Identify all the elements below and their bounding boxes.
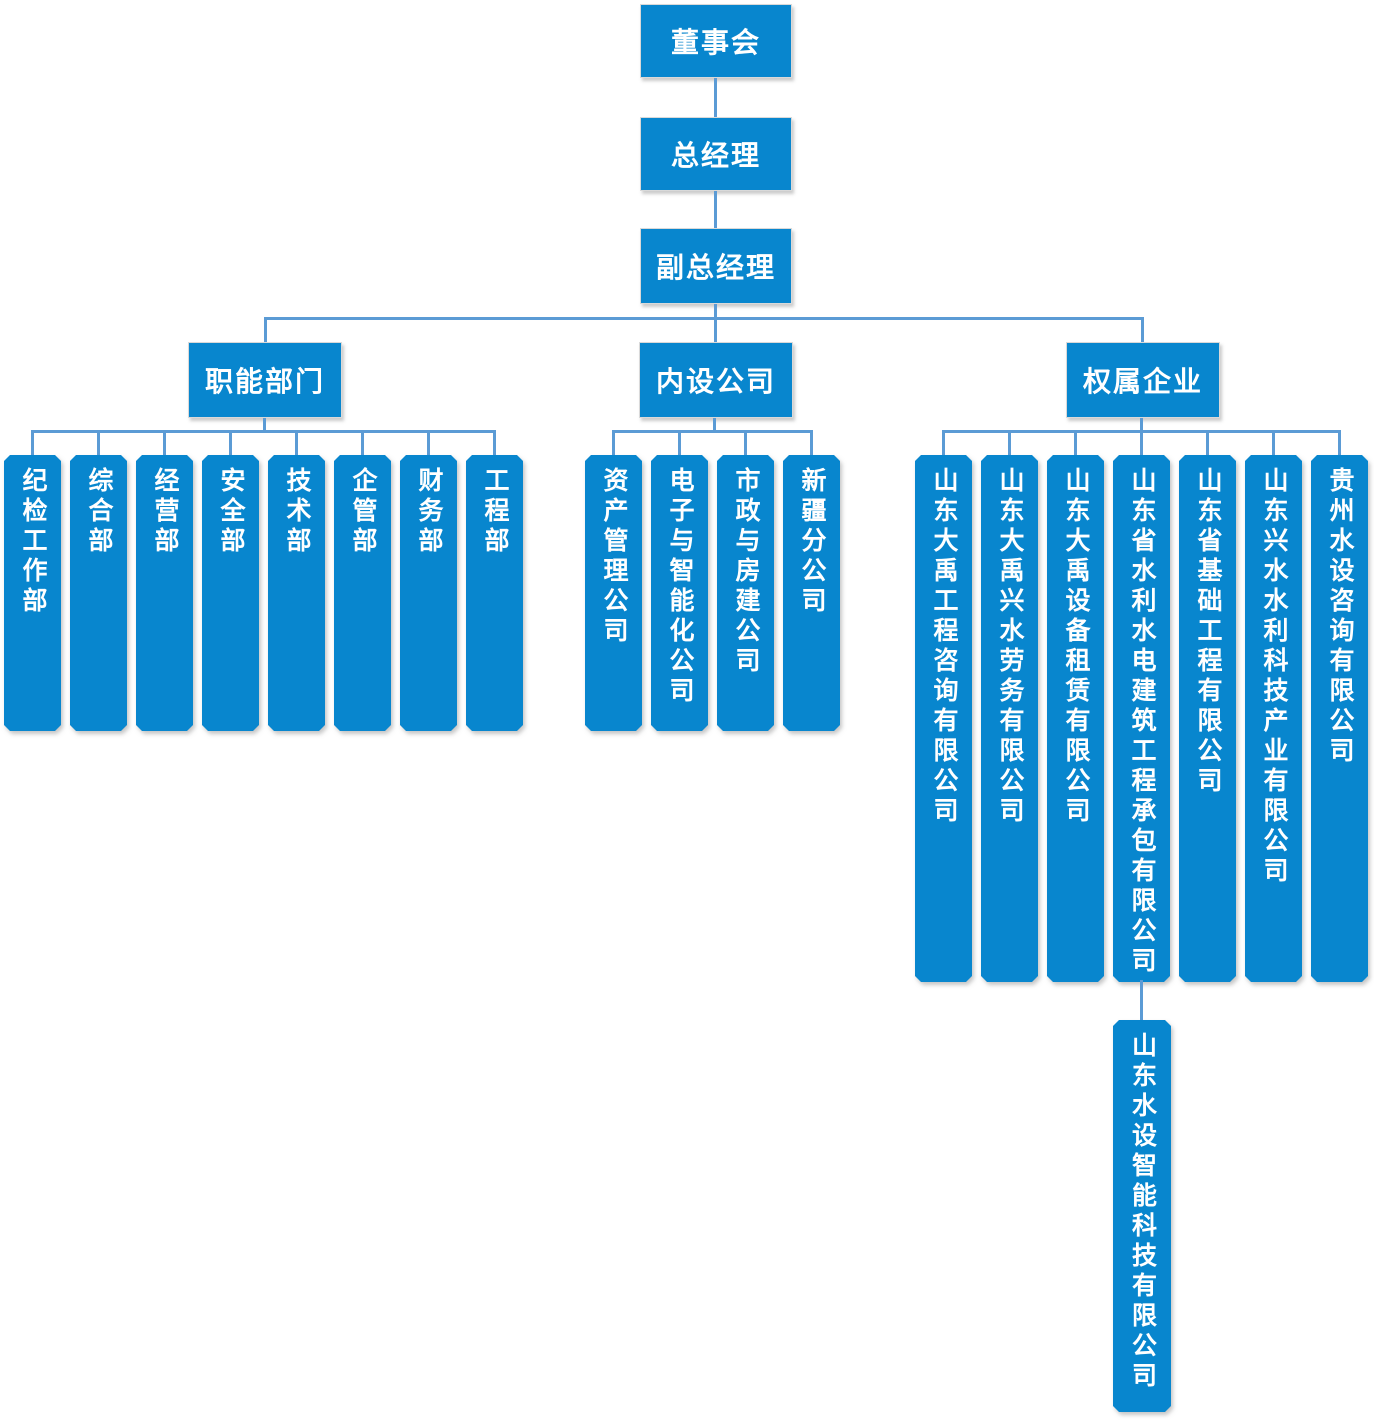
node-label: 山东省水利水电建筑工程承包有限公司	[1128, 467, 1156, 977]
connector-line	[1008, 430, 1011, 455]
org-node: 山东大禹工程咨询有限公司	[915, 455, 972, 982]
node-label: 工程部	[481, 467, 509, 557]
node-label: 山东大禹工程咨询有限公司	[930, 467, 958, 827]
node-label: 总经理	[670, 140, 761, 171]
org-node: 工程部	[466, 455, 523, 731]
connector-line	[1338, 430, 1341, 455]
org-node-leaf: 山东水设智能科技有限公司	[1113, 1020, 1171, 1412]
org-node: 企管部	[334, 455, 391, 731]
node-label: 权属企业	[1082, 366, 1203, 397]
node-label: 山东水设智能科技有限公司	[1128, 1032, 1157, 1392]
org-node: 经营部	[136, 455, 193, 731]
connector-line	[714, 78, 717, 118]
node-label: 职能部门	[204, 366, 325, 397]
group-functional-departments: 纪检工作部 综合部 经营部 安全部 技术部 企管部 财务部 工程部	[4, 430, 523, 731]
node-label: 经营部	[151, 467, 179, 557]
org-node: 电子与智能化公司	[651, 455, 708, 731]
node-label: 企管部	[349, 467, 377, 557]
org-node: 山东省水利水电建筑工程承包有限公司	[1113, 455, 1170, 982]
node-label: 纪检工作部	[19, 467, 47, 617]
node-label: 综合部	[85, 467, 113, 557]
connector-line	[427, 430, 430, 455]
node-label: 董事会	[670, 27, 761, 58]
org-node: 新疆分公司	[783, 455, 840, 731]
connector-line	[744, 430, 747, 455]
connector-line	[714, 304, 717, 319]
node-label: 内设公司	[655, 366, 776, 397]
node-label: 贵州水设咨询有限公司	[1326, 467, 1354, 767]
org-node: 贵州水设咨询有限公司	[1311, 455, 1368, 982]
node-label: 新疆分公司	[798, 467, 826, 617]
connector-line	[714, 191, 717, 229]
connector-line	[295, 430, 298, 455]
connector-line	[163, 430, 166, 455]
node-label: 资产管理公司	[600, 467, 628, 647]
connector-line	[264, 317, 1144, 320]
org-node: 山东省基础工程有限公司	[1179, 455, 1236, 982]
connector-line	[612, 430, 615, 455]
org-node: 综合部	[70, 455, 127, 731]
connector-line	[263, 418, 266, 432]
connector-line	[97, 430, 100, 455]
connector-line	[1272, 430, 1275, 455]
group-connector	[585, 430, 840, 455]
node-label: 山东大禹设备租赁有限公司	[1062, 467, 1090, 827]
connector-line	[264, 317, 267, 343]
org-node: 安全部	[202, 455, 259, 731]
node-label: 山东省基础工程有限公司	[1194, 467, 1222, 797]
connector-line	[361, 430, 364, 455]
node-board-of-directors: 董事会	[640, 4, 792, 78]
node-affiliated-enterprises: 权属企业	[1066, 342, 1220, 418]
connector-line	[493, 430, 496, 455]
connector-line	[810, 430, 813, 455]
group-internal-companies: 资产管理公司 电子与智能化公司 市政与房建公司 新疆分公司	[585, 430, 840, 731]
org-node: 技术部	[268, 455, 325, 731]
org-node: 山东兴水水利科技产业有限公司	[1245, 455, 1302, 982]
org-node: 市政与房建公司	[717, 455, 774, 731]
node-label: 山东大禹兴水劳务有限公司	[996, 467, 1024, 827]
connector-line	[1074, 430, 1077, 455]
connector-line	[612, 430, 813, 433]
connector-line	[1141, 317, 1144, 343]
connector-line	[1140, 980, 1143, 1022]
group-connector	[4, 430, 523, 455]
node-functional-departments: 职能部门	[188, 342, 342, 418]
node-label: 安全部	[217, 467, 245, 557]
node-deputy-general-manager: 副总经理	[640, 228, 792, 304]
org-node: 山东大禹设备租赁有限公司	[1047, 455, 1104, 982]
node-label: 技术部	[283, 467, 311, 557]
connector-line	[713, 418, 716, 432]
org-node: 财务部	[400, 455, 457, 731]
connector-line	[31, 430, 496, 433]
connector-line	[1140, 418, 1143, 432]
connector-line	[1206, 430, 1209, 455]
node-label: 财务部	[415, 467, 443, 557]
node-label: 副总经理	[655, 252, 776, 283]
connector-line	[942, 430, 945, 455]
group-affiliated-enterprises: 山东大禹工程咨询有限公司 山东大禹兴水劳务有限公司 山东大禹设备租赁有限公司 山…	[915, 430, 1368, 982]
connector-line	[31, 430, 34, 455]
connector-line	[678, 430, 681, 455]
group-connector	[915, 430, 1368, 455]
connector-line	[714, 317, 717, 343]
node-label: 电子与智能化公司	[666, 467, 694, 707]
connector-line	[1140, 430, 1143, 455]
node-internal-companies: 内设公司	[639, 342, 793, 418]
node-label: 山东兴水水利科技产业有限公司	[1260, 467, 1288, 887]
org-node: 纪检工作部	[4, 455, 61, 731]
node-label: 市政与房建公司	[732, 467, 760, 677]
org-node: 资产管理公司	[585, 455, 642, 731]
node-general-manager: 总经理	[640, 117, 792, 191]
org-node: 山东大禹兴水劳务有限公司	[981, 455, 1038, 982]
connector-line	[229, 430, 232, 455]
